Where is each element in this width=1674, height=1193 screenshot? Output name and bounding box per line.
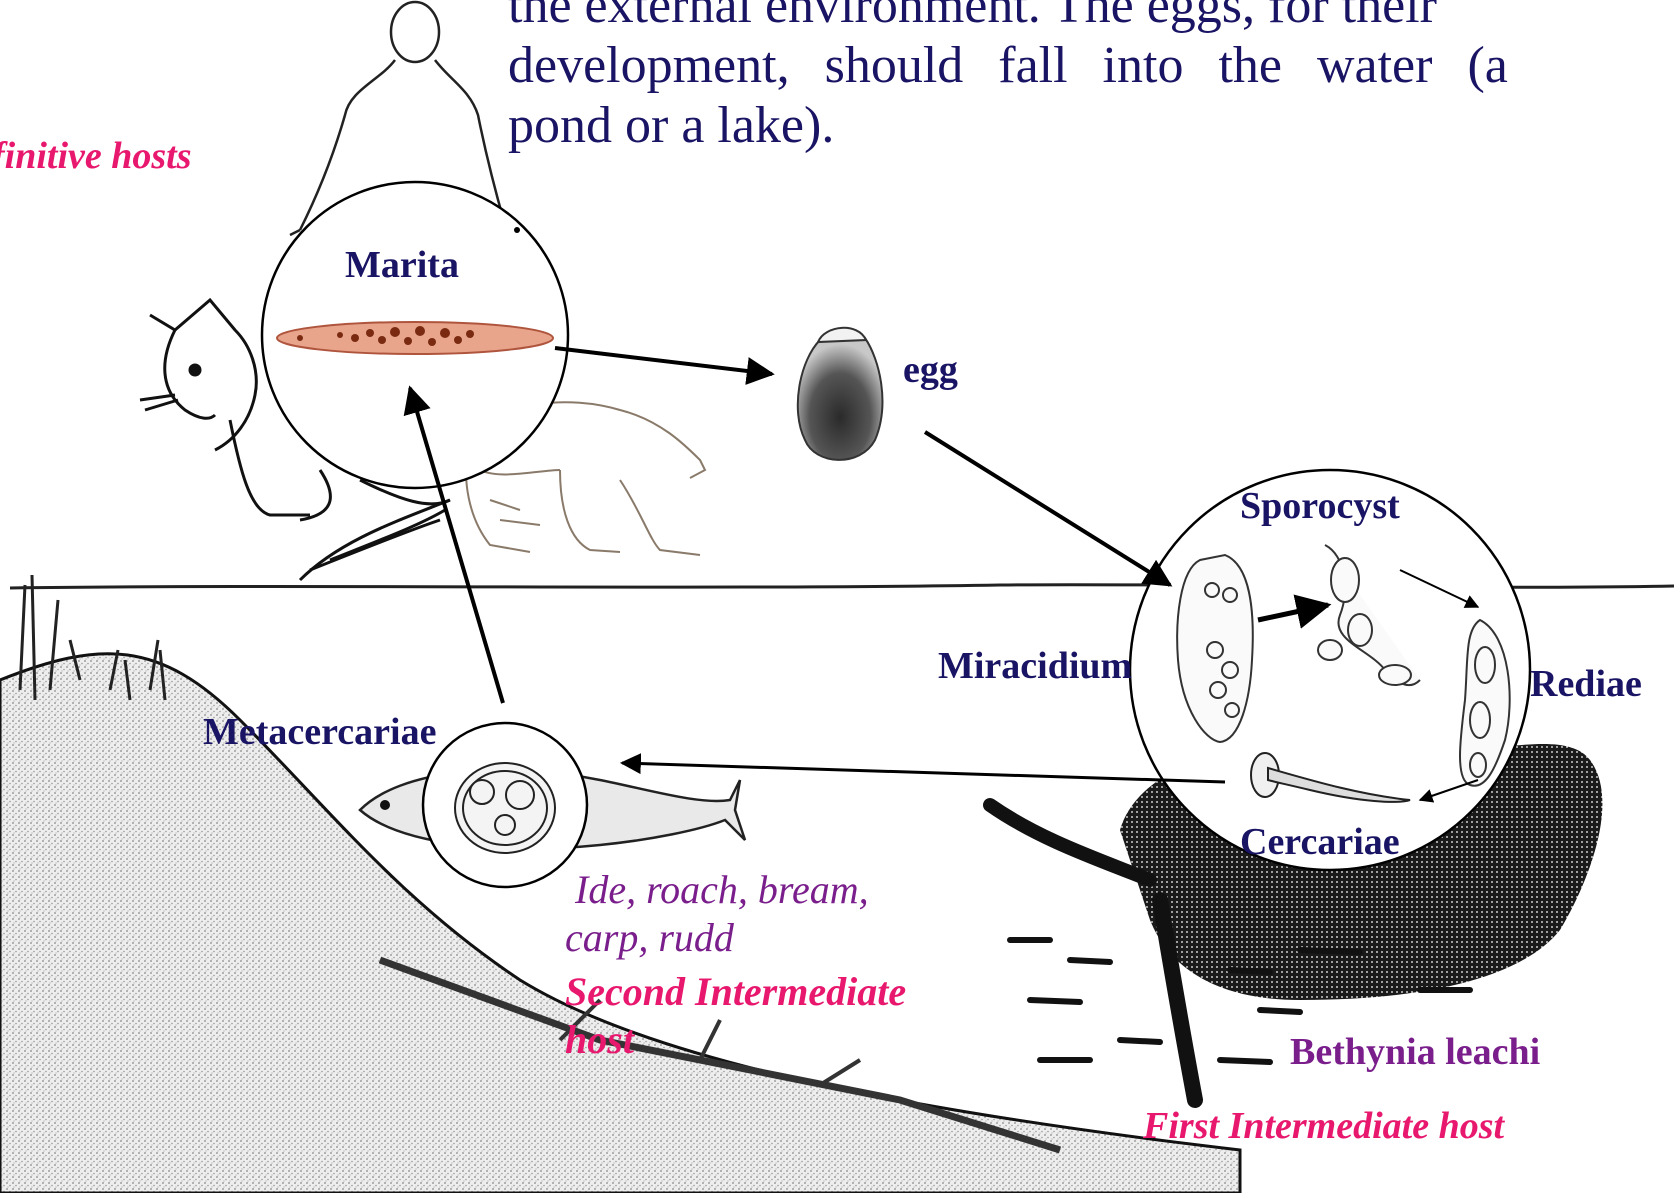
egg-label: egg xyxy=(903,348,958,392)
fish-hosts-line-2: carp, rudd xyxy=(565,914,985,962)
description-line-2: development, should fall into the water … xyxy=(508,36,1674,96)
metacercaria-cyst-icon xyxy=(455,763,555,853)
first-intermediate-host-label: First Intermediate host xyxy=(1143,1104,1504,1148)
second-host-line-2: host xyxy=(565,1016,906,1064)
description-line-3: pond or a lake). xyxy=(508,96,1674,156)
arrow-cercaria-to-fish xyxy=(622,763,1225,782)
cercariae-label: Cercariae xyxy=(1240,820,1400,864)
arrow-marita-to-egg xyxy=(555,348,772,374)
description-text: the external environment. The eggs, for … xyxy=(508,0,1674,156)
second-host-line-1: Second Intermediate xyxy=(565,968,906,1016)
fish-hosts-line-1: Ide, roach, bream, xyxy=(565,866,985,914)
sporocyst-label: Sporocyst xyxy=(1240,484,1400,528)
snail-name-label: Bethynia leachi xyxy=(1290,1030,1540,1074)
fish-hosts-label: Ide, roach, bream, carp, rudd xyxy=(565,866,985,962)
marita-label: Marita xyxy=(345,243,459,287)
egg-icon xyxy=(798,328,883,460)
miracidium-label: Miracidium xyxy=(938,644,1132,688)
fluke-adult-icon xyxy=(277,322,553,354)
description-line-1: the external environment. The eggs, for … xyxy=(508,0,1674,36)
arrow-egg-to-miracidium xyxy=(925,432,1170,585)
definitive-hosts-label: finitive hosts xyxy=(0,134,192,178)
metacercariae-label: Metacercariae xyxy=(203,710,436,754)
rediae-label: Rediae xyxy=(1530,662,1642,706)
second-intermediate-host-label: Second Intermediate host xyxy=(565,968,906,1064)
dot-marker xyxy=(514,227,520,233)
